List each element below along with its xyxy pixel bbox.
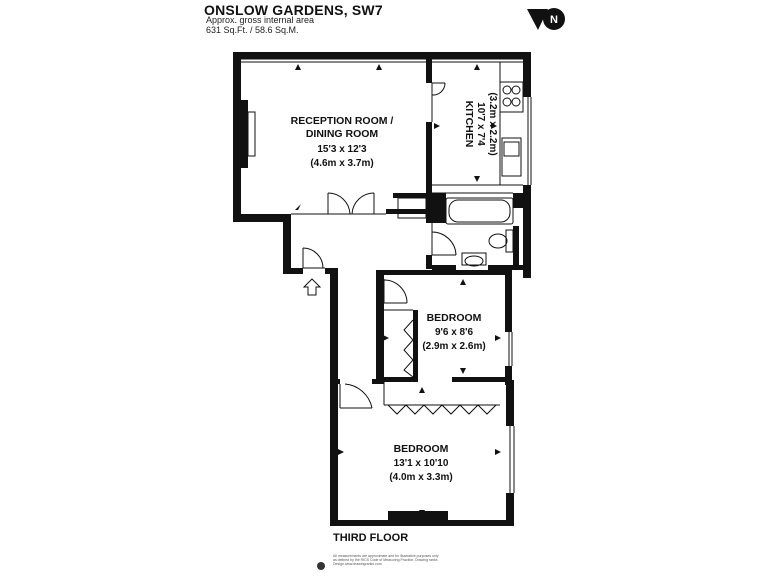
bedroom-2-dim-metric: (4.0m x 3.3m) — [389, 472, 452, 483]
reception-name-line-1: RECEPTION ROOM / — [291, 115, 394, 127]
bedroom-2-name: BEDROOM — [394, 443, 449, 455]
compass-letter: N — [550, 14, 558, 26]
brand-logo-icon — [317, 562, 325, 570]
bedroom-1-label: BEDROOM 9'6 x 8'6 (2.9m x 2.6m) — [422, 312, 485, 352]
reception-dim-imperial: 15'3 x 12'3 — [317, 144, 367, 155]
disclaimer-text: All measurements are approximate and for… — [333, 554, 439, 566]
walls — [233, 52, 531, 526]
bedroom-1-name: BEDROOM — [427, 312, 482, 324]
reception-name-line-2: DINING ROOM — [306, 128, 379, 140]
bedroom-1-dim-metric: (2.9m x 2.6m) — [422, 341, 485, 352]
bedroom-2-dim-imperial: 13'1 x 10'10 — [394, 458, 449, 469]
area-label: Approx. gross internal area — [206, 15, 315, 25]
kitchen-dim-metric: (3.2m x 2.2m) — [487, 92, 498, 155]
reception-room-label: RECEPTION ROOM / DINING ROOM 15'3 x 12'3… — [291, 115, 394, 169]
bedroom-2-label: BEDROOM 13'1 x 10'10 (4.0m x 3.3m) — [389, 443, 452, 483]
kitchen-dim-imperial: 10'7 x 7'4 — [475, 102, 486, 146]
reception-dim-metric: (4.6m x 3.7m) — [310, 158, 373, 169]
fixtures — [241, 58, 532, 493]
kitchen-name: KITCHEN — [463, 101, 475, 148]
bedroom-1-dim-imperial: 9'6 x 8'6 — [435, 327, 474, 338]
dimension-markers — [295, 64, 501, 516]
plan-title: ONSLOW GARDENS, SW7 — [204, 2, 383, 18]
north-arrow-icon: N — [527, 8, 565, 30]
area-value: 631 Sq.Ft. / 58.6 Sq.M. — [206, 25, 299, 35]
kitchen-label: KITCHEN 10'7 x 7'4 (3.2m x 2.2m) — [463, 92, 498, 155]
floor-label: THIRD FLOOR — [333, 532, 409, 544]
